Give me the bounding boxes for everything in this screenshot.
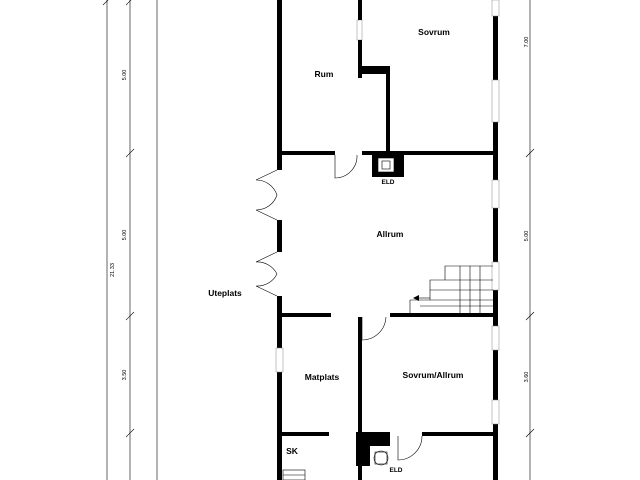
room-label-sovrum-allrum: Sovrum/Allrum bbox=[403, 370, 464, 380]
dim-left-total: 21.33 bbox=[110, 263, 116, 277]
dim-left-middle: 5.00 bbox=[122, 230, 128, 241]
door-swings bbox=[255, 154, 423, 461]
room-label-sovrum: Sovrum bbox=[418, 27, 450, 37]
fixture-label-eld-bottom: ELD bbox=[390, 467, 403, 474]
dim-left-bottom: 3.50 bbox=[122, 370, 128, 381]
room-label-allrum: Allrum bbox=[377, 229, 404, 239]
dim-right-bottom: 3.60 bbox=[524, 372, 530, 383]
room-label-rum: Rum bbox=[315, 69, 334, 79]
dim-right-top: 7.00 bbox=[524, 37, 530, 48]
staircase bbox=[409, 265, 493, 313]
interior-walls bbox=[277, 0, 498, 480]
room-label-sk: SK bbox=[286, 446, 299, 456]
dim-right-middle: 5.00 bbox=[524, 231, 530, 242]
fixture-label-eld-top: ELD bbox=[382, 179, 395, 186]
dimension-lines-left bbox=[102, 0, 158, 480]
windows bbox=[275, 0, 500, 425]
fireplace-bottom bbox=[356, 432, 390, 466]
exterior-walls bbox=[277, 0, 498, 480]
room-label-matplats: Matplats bbox=[305, 372, 340, 382]
fireplace-top bbox=[372, 153, 404, 177]
kitchen-counter bbox=[282, 469, 306, 480]
dimension-lines-right bbox=[525, 0, 535, 480]
room-label-uteplats: Uteplats bbox=[208, 288, 242, 298]
dim-left-top: 5.00 bbox=[122, 70, 128, 81]
